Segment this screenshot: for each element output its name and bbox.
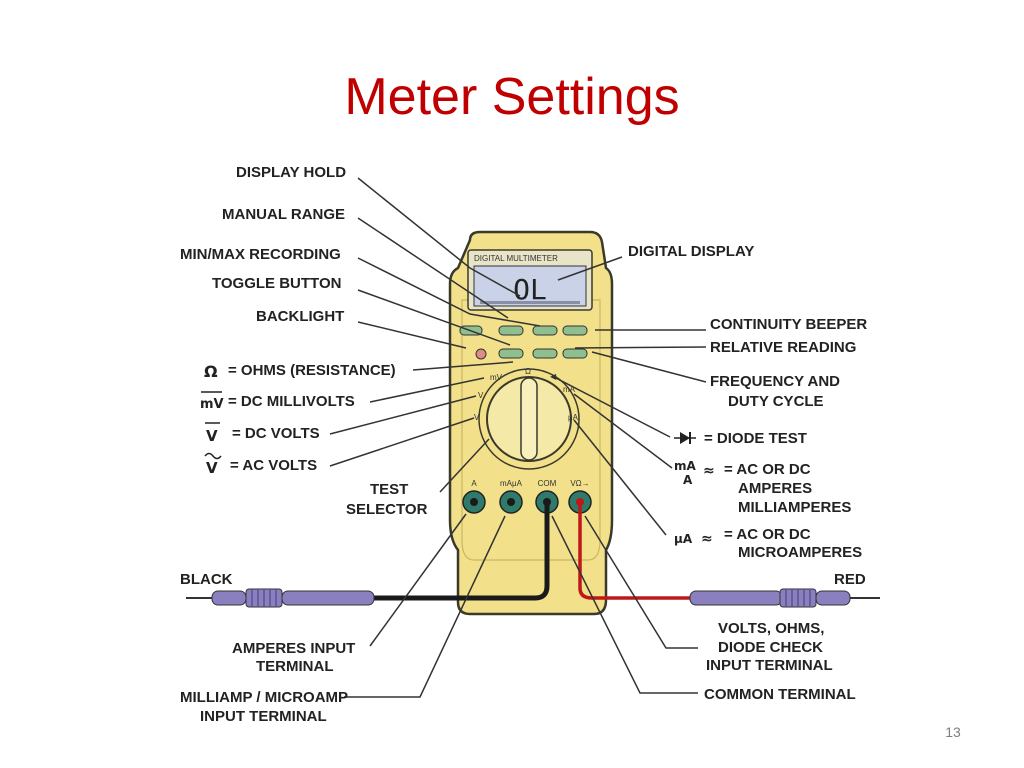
label-ac-dc-microamperes-line2: MICROAMPERES	[738, 544, 862, 561]
meter-button-4[interactable]	[562, 325, 588, 336]
ac-volt-symbol-icon: V	[206, 459, 218, 477]
dial-pointer	[520, 377, 538, 461]
label-ohms: = OHMS (RESISTANCE)	[228, 362, 396, 379]
rotary-dial-ring	[478, 368, 580, 470]
dc-volt-symbol-icon: V	[206, 427, 218, 445]
label-red: RED	[834, 571, 866, 588]
terminal-a-hole	[470, 498, 478, 506]
label-common-terminal: COMMON TERMINAL	[704, 686, 856, 703]
ac-wave-v	[204, 452, 222, 460]
meter-button-5[interactable]	[498, 348, 524, 359]
meter-button-2[interactable]	[498, 325, 524, 336]
ohm-symbol-icon: Ω	[204, 362, 218, 381]
ac-dc-symbol-icon: ≈	[703, 463, 715, 479]
leader-lines	[329, 177, 707, 698]
terminal-label-a: A	[471, 479, 477, 488]
meter-inner-bezel	[461, 299, 601, 561]
label-ac-volts: = AC VOLTS	[230, 457, 317, 474]
meter-button-3[interactable]	[532, 325, 558, 336]
label-amperes-input-line2: TERMINAL	[256, 658, 334, 675]
dial-mark-ac-volts: V	[474, 413, 480, 422]
label-test-selector-line2: SELECTOR	[346, 501, 428, 518]
label-manual-range: MANUAL RANGE	[222, 206, 345, 223]
multimeter: DIGITAL MULTIMETER OL Ω mV V V ◀ mA μA A…	[448, 230, 614, 616]
label-continuity-beeper: CONTINUITY BEEPER	[710, 316, 867, 333]
label-backlight: BACKLIGHT	[256, 308, 344, 325]
black-probe	[186, 588, 375, 608]
lcd-screen	[473, 265, 587, 307]
label-test-selector-line1: TEST	[370, 481, 408, 498]
terminal-v-ohm-hole	[576, 498, 584, 506]
ac-dc-symbol-icon-2: ≈	[701, 531, 713, 547]
display-reading: OL	[513, 273, 547, 306]
display-caption: DIGITAL MULTIMETER	[474, 254, 558, 263]
label-black: BLACK	[180, 571, 233, 588]
label-display-hold: DISPLAY HOLD	[236, 164, 346, 181]
meter-button-6[interactable]	[532, 348, 558, 359]
dial-mark-ohms: Ω	[525, 367, 531, 376]
label-frequency-duty-line2: DUTY CYCLE	[728, 393, 824, 410]
label-volts-ohms-diode-line3: INPUT TERMINAL	[706, 657, 833, 674]
terminal-label-v-ohm: VΩ→	[570, 479, 589, 488]
label-volts-ohms-diode-line1: VOLTS, OHMS,	[718, 620, 824, 637]
page-number: 13	[945, 724, 961, 740]
terminal-label-ma-ua: mAμA	[500, 479, 523, 488]
dial-mark-dc-volts: V	[478, 391, 484, 400]
dial-mark-milliamps: mA	[563, 385, 576, 394]
label-volts-ohms-diode-line2: DIODE CHECK	[718, 639, 823, 656]
label-ac-dc-amperes-line3: MILLIAMPERES	[738, 499, 851, 516]
label-relative-reading: RELATIVE READING	[710, 339, 856, 356]
label-frequency-duty-line1: FREQUENCY AND	[710, 373, 840, 390]
label-ac-dc-amperes-line2: AMPERES	[738, 480, 812, 497]
dial-mark-microamps: μA	[568, 413, 579, 422]
meter-button-7[interactable]	[562, 348, 588, 359]
label-ac-dc-microamperes-line1: = AC OR DC	[724, 526, 811, 543]
red-probe	[689, 588, 880, 608]
label-milliamp-microamp-line1: MILLIAMP / MICROAMP	[180, 689, 348, 706]
terminal-ma-ua-hole	[507, 498, 515, 506]
label-milliamp-microamp-line2: INPUT TERMINAL	[200, 708, 327, 725]
label-dc-millivolts: = DC MILLIVOLTS	[228, 393, 355, 410]
label-toggle-button: TOGGLE BUTTON	[212, 275, 341, 292]
dial-mark-millivolts: mV	[490, 373, 503, 382]
lcd-bargraph	[480, 301, 580, 304]
label-ac-dc-amperes-line1: = AC OR DC	[724, 461, 811, 478]
black-test-lead	[372, 504, 550, 601]
terminal-label-com: COM	[538, 479, 557, 488]
label-amperes-input-line1: AMPERES INPUT	[232, 640, 355, 657]
amp-symbol-icon: A	[683, 473, 693, 487]
milliamp-symbol-icon: mA	[674, 459, 697, 473]
backlight-button[interactable]	[475, 348, 487, 360]
label-diode-test: = DIODE TEST	[704, 430, 807, 447]
label-digital-display: DIGITAL DISPLAY	[628, 243, 754, 260]
microamp-symbol-icon: μA	[674, 532, 693, 546]
diode-symbol-icon	[674, 432, 696, 444]
millivolt-dc-symbol-icon: mV	[200, 397, 224, 412]
label-dc-volts: = DC VOLTS	[232, 425, 320, 442]
label-min-max-recording: MIN/MAX RECORDING	[180, 246, 341, 263]
slide-title: Meter Settings	[344, 68, 680, 126]
